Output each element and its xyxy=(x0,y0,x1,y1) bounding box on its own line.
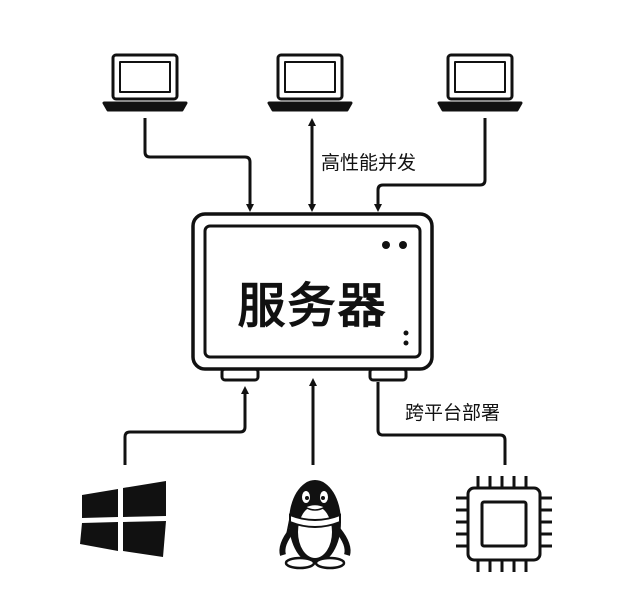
qq-penguin-icon xyxy=(279,480,351,570)
laptop-icon-middle xyxy=(267,53,353,112)
arrow-right-laptop-to-server xyxy=(374,118,487,212)
server-label: 服务器 xyxy=(237,278,388,334)
cross-platform-label: 跨平台部署 xyxy=(405,402,501,424)
line-chip-to-server xyxy=(376,382,507,465)
cpu-chip-icon xyxy=(456,476,552,572)
concurrency-label: 高性能并发 xyxy=(321,152,417,174)
arrow-windows-to-server xyxy=(123,386,249,465)
server-box xyxy=(191,212,434,382)
laptop-icon-left xyxy=(102,53,188,112)
arrow-left-laptop-to-server xyxy=(143,118,254,212)
laptop-icon-right xyxy=(437,53,523,112)
windows-logo-icon xyxy=(80,481,166,557)
